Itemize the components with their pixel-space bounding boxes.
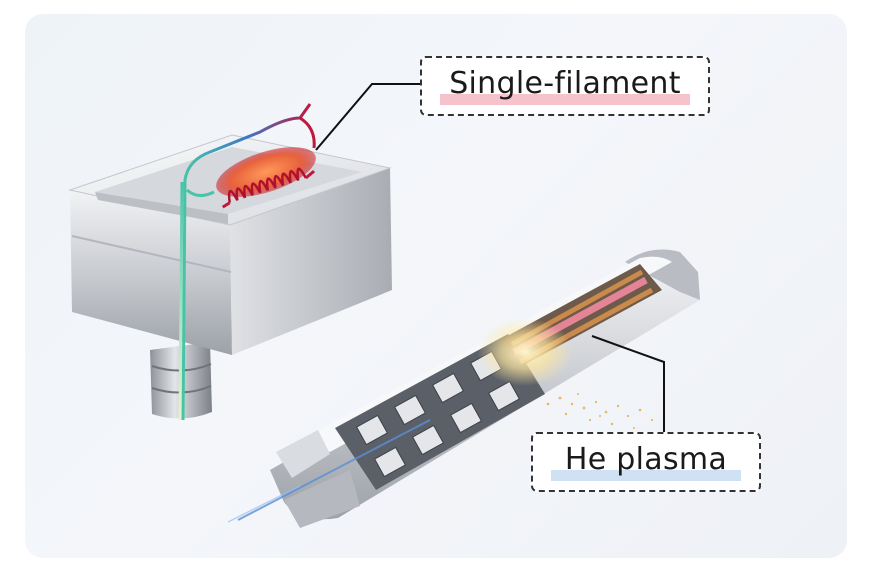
he-plasma-callout: He plasma <box>531 432 761 492</box>
filament-coil <box>216 147 316 209</box>
single-filament-highlight <box>440 94 690 105</box>
plasma-particles <box>546 393 654 429</box>
ion-beam <box>227 419 431 523</box>
filament-leader-line <box>315 83 420 151</box>
single-filament-label: Single-filament <box>449 66 681 101</box>
single-filament-callout: Single-filament <box>420 56 710 116</box>
he-plasma-label: He plasma <box>564 442 728 477</box>
plasma-leader-line <box>591 335 665 432</box>
filament-wires <box>178 103 316 421</box>
plasma-tube <box>270 249 700 528</box>
he-plasma-highlight <box>551 470 741 481</box>
